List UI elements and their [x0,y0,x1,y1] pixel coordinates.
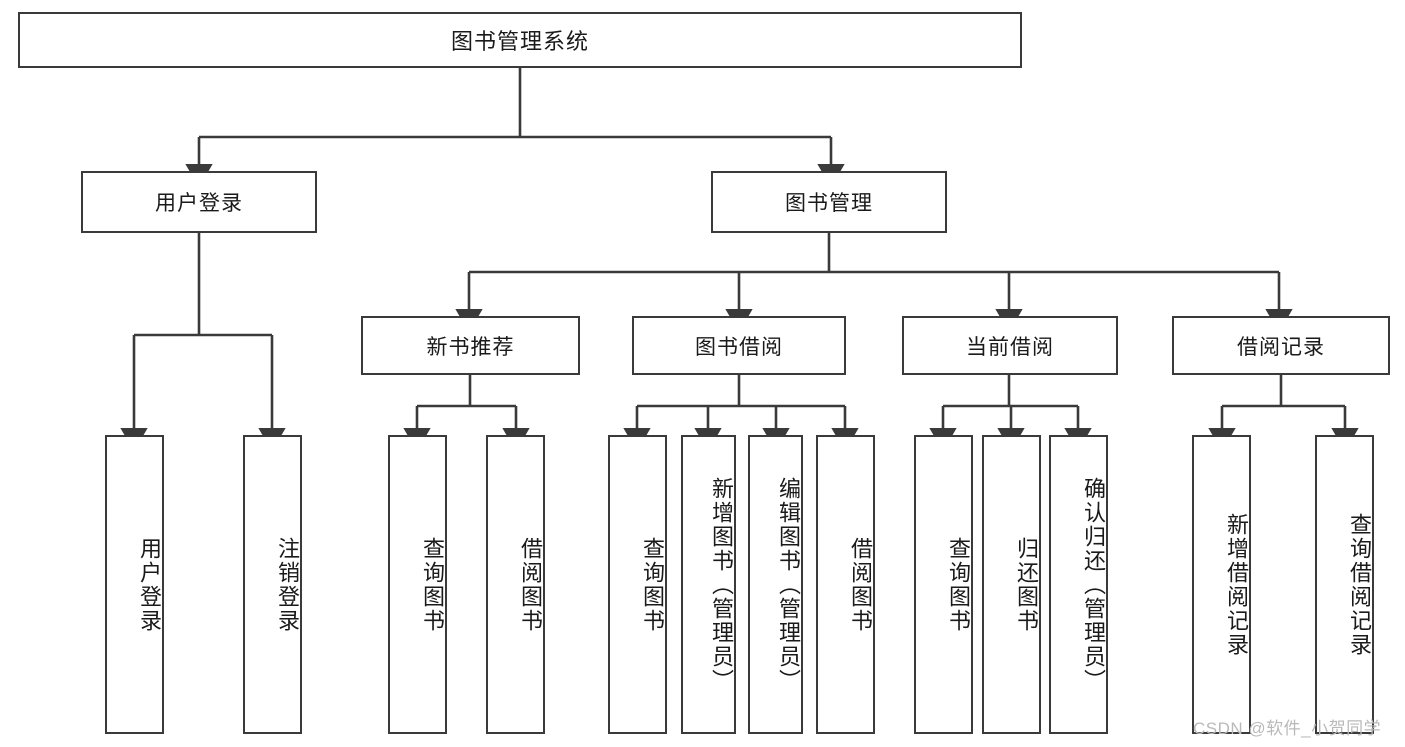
node-leaf-edit-book-admin[interactable]: 编辑图书（管理员） [748,435,803,734]
node-leaf-user-login[interactable]: 用户登录 [105,435,164,734]
node-label: 用户登录 [137,536,162,633]
node-new-book-recommend[interactable]: 新书推荐 [361,316,580,375]
node-leaf-logout-login[interactable]: 注销登录 [243,435,302,734]
node-label: 编辑图书（管理员） [776,476,801,693]
node-leaf-return-book[interactable]: 归还图书 [982,435,1041,734]
node-label: 借阅图书 [518,536,543,633]
node-label: 借阅图书 [848,536,873,633]
node-current-borrow[interactable]: 当前借阅 [902,316,1118,375]
node-label: 图书借阅 [695,335,783,359]
node-label: 用户登录 [155,192,243,215]
node-leaf-query-book-recommend[interactable]: 查询图书 [388,435,447,734]
node-label: 新增借阅记录 [1224,512,1249,657]
node-label: 当前借阅 [966,335,1054,359]
node-label: 查询图书 [946,536,971,633]
node-leaf-add-book-admin[interactable]: 新增图书（管理员） [681,435,736,734]
node-leaf-query-book-current[interactable]: 查询图书 [914,435,973,734]
node-leaf-add-borrow-record[interactable]: 新增借阅记录 [1192,435,1251,734]
node-leaf-query-borrow-record[interactable]: 查询借阅记录 [1315,435,1374,734]
node-label: 新书推荐 [426,335,515,359]
node-user-login[interactable]: 用户登录 [81,171,317,233]
node-label: 注销登录 [275,536,300,633]
csdn-watermark: CSDN @软件_小贺同学 [1193,719,1382,738]
node-leaf-confirm-return-admin[interactable]: 确认归还（管理员） [1049,435,1108,734]
node-leaf-borrow-book-recommend[interactable]: 借阅图书 [486,435,545,734]
node-label: 图书管理 [785,192,873,215]
node-label: 图书管理系统 [450,29,589,54]
node-label: 借阅记录 [1237,335,1325,359]
node-leaf-query-book-borrow[interactable]: 查询图书 [608,435,667,734]
node-root-system[interactable]: 图书管理系统 [18,12,1022,68]
node-label: 查询借阅记录 [1347,512,1372,657]
node-label: 归还图书 [1014,536,1039,633]
node-label: 新增图书（管理员） [709,476,734,693]
node-leaf-borrow-book[interactable]: 借阅图书 [816,435,875,734]
node-book-borrow[interactable]: 图书借阅 [632,316,846,375]
node-label: 查询图书 [640,536,665,633]
node-borrow-record[interactable]: 借阅记录 [1172,316,1390,375]
node-book-manage[interactable]: 图书管理 [711,171,947,233]
node-label: 确认归还（管理员） [1081,476,1106,693]
node-label: 查询图书 [420,536,445,633]
